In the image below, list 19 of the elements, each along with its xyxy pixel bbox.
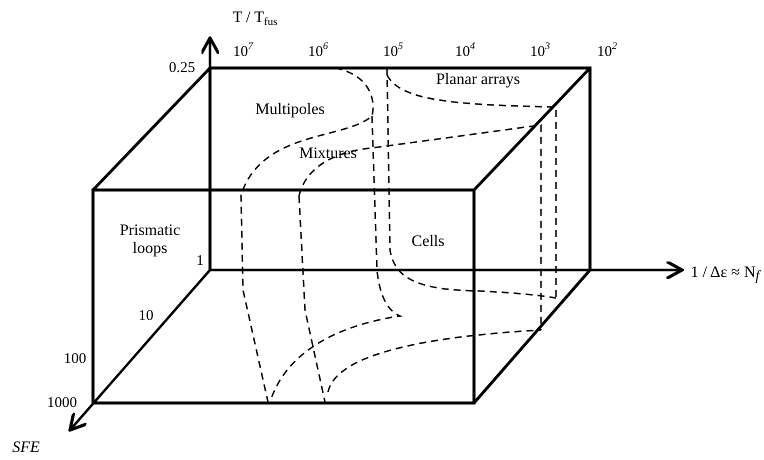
tick-label: 10$^{2}$ [597,43,617,61]
axis-title: 1 / Δε ≈ N$_{f}$ [690,264,760,282]
region-label: Multipoles [255,101,325,119]
region-label: Mixtures [299,145,357,163]
axis-title: SFE [12,439,40,457]
tick-label: 10$^{6}$ [308,43,328,61]
tick-label: 1 [196,252,204,270]
axis-title: T / T$_{fus}$ [232,9,278,27]
region-label: Planar arrays [436,71,520,89]
tick-label: 10$^{7}$ [233,43,253,61]
tick-label: 10 [138,307,154,325]
tick-label: 100 [64,350,86,368]
tick-label: 10$^{4}$ [455,43,475,61]
region-label: Prismatic loops [118,222,182,258]
tick-label: 10$^{5}$ [383,43,403,61]
tick-label: 1000 [47,394,77,412]
tick-label: 10$^{3}$ [530,43,550,61]
region-label: Cells [412,233,444,251]
tick-label: 0.25 [168,59,196,77]
